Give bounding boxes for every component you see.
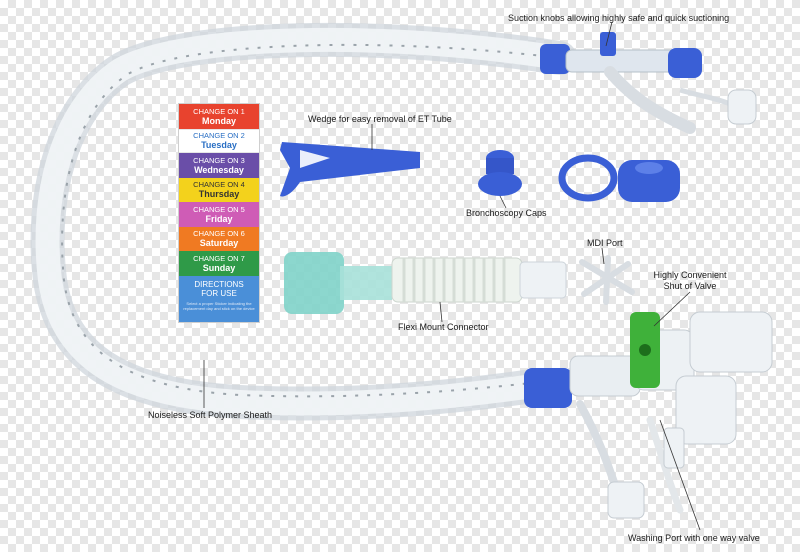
label-washing-port: Washing Port with one way valve (628, 533, 760, 543)
band-title: CHANGE ON 5 (193, 204, 245, 214)
directions-panel: DIRECTIONS FOR USE Select a proper Stick… (179, 275, 259, 322)
directions-title-line1: DIRECTIONS (194, 279, 244, 289)
band-tuesday: CHANGE ON 2 Tuesday (179, 128, 259, 153)
elbow-valve-assembly (524, 311, 773, 519)
mdi-port (579, 255, 635, 305)
band-friday: CHANGE ON 5 Friday (179, 202, 259, 227)
band-wednesday: CHANGE ON 3 Wednesday (179, 153, 259, 178)
directions-fine-print: Select a proper Sticker indicating the r… (183, 300, 255, 311)
label-wedge: Wedge for easy removal of ET Tube (308, 114, 452, 124)
band-day: Thursday (198, 189, 240, 200)
label-suction-knobs: Suction knobs allowing highly safe and q… (508, 13, 730, 23)
sheath-tube (30, 22, 577, 421)
label-sheath: Noiseless Soft Polymer Sheath (148, 410, 273, 420)
band-title: CHANGE ON 1 (193, 106, 245, 116)
band-day: Friday (205, 213, 233, 224)
label-bronchoscopy-caps: Bronchoscopy Caps (466, 208, 547, 218)
wedge-tool (280, 142, 420, 197)
band-title: CHANGE ON 6 (193, 229, 245, 239)
flexi-mount-connector (284, 252, 567, 314)
band-title: CHANGE ON 2 (193, 131, 245, 141)
directions-title-line2: FOR USE (201, 288, 237, 298)
band-day: Tuesday (201, 140, 237, 151)
band-day: Wednesday (194, 164, 244, 175)
bronchoscopy-cap-1 (478, 150, 522, 196)
day-sticker-card: CHANGE ON 1 Monday CHANGE ON 2 Tuesday C… (178, 103, 260, 323)
bronchoscopy-cap-2 (558, 154, 680, 202)
label-shut-valve: Highly Convenient Shut of Valve (653, 270, 727, 291)
band-day: Monday (201, 115, 236, 126)
leader-lines (203, 21, 701, 531)
band-title: CHANGE ON 7 (193, 253, 245, 263)
band-monday: CHANGE ON 1 Monday (179, 104, 259, 129)
catheter-line (61, 43, 561, 398)
suction-knob-assembly (540, 32, 757, 134)
band-day: Saturday (199, 238, 239, 249)
band-day: Sunday (202, 262, 236, 273)
label-mdi-port: MDI Port (587, 238, 623, 248)
band-sunday: CHANGE ON 7 Sunday (179, 251, 259, 276)
band-title: CHANGE ON 3 (193, 155, 245, 165)
band-thursday: CHANGE ON 4 Thursday (179, 177, 259, 202)
band-saturday: CHANGE ON 6 Saturday (179, 226, 259, 251)
band-title: CHANGE ON 4 (193, 180, 245, 190)
label-flexi-mount: Flexi Mount Connector (398, 322, 489, 332)
